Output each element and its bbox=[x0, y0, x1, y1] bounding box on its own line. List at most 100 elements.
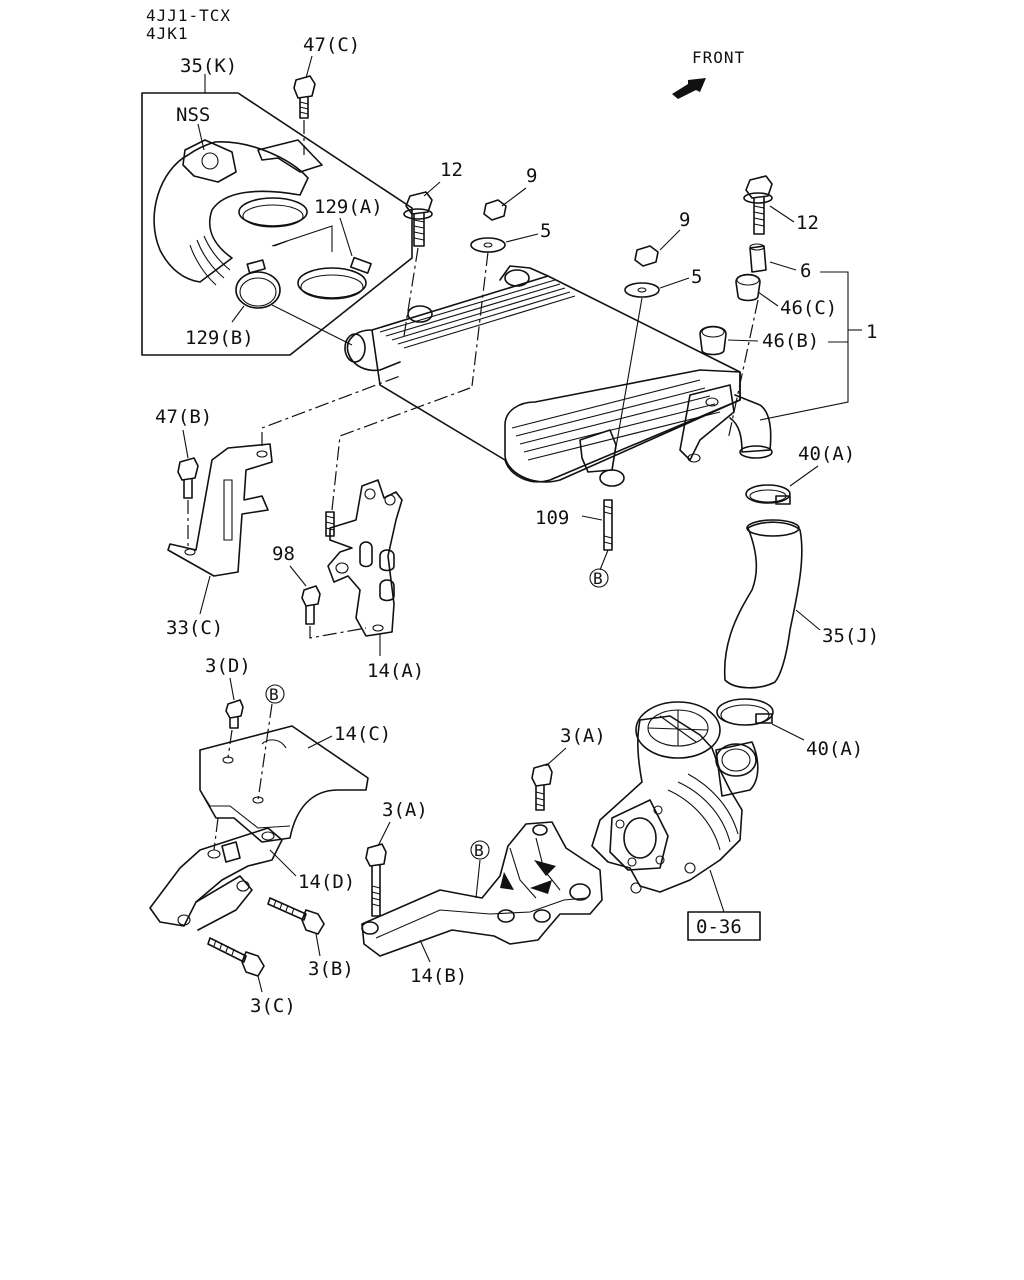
bracket-14d bbox=[149, 827, 283, 927]
dash-12-left bbox=[403, 247, 419, 337]
turbocharger-housing-lines bbox=[667, 773, 739, 851]
leader-14c bbox=[307, 735, 333, 749]
turbocharger-compressor-top bbox=[635, 701, 721, 759]
callout-46b: 46(B) bbox=[762, 330, 819, 352]
bracket-group-1 bbox=[759, 271, 849, 421]
bolt-12-right-thread bbox=[753, 205, 765, 227]
hose-35k-end-ring-inner bbox=[242, 204, 304, 228]
bolt-3b bbox=[267, 897, 325, 935]
bracket-14d-boss bbox=[221, 841, 241, 863]
clamp-129a-screw bbox=[349, 256, 372, 274]
callout-5-left: 5 bbox=[540, 220, 551, 242]
model-code-4jk1: 4JK1 bbox=[146, 24, 189, 43]
bracket-14b-triangle-1 bbox=[534, 860, 556, 876]
nut-9-right bbox=[634, 245, 659, 267]
washer-5-right bbox=[624, 282, 660, 298]
bracket-14a-bushing-2 bbox=[379, 549, 395, 572]
hose-35j bbox=[723, 521, 803, 689]
turbocharger-flange bbox=[609, 799, 669, 871]
bolt-3c-thread bbox=[213, 939, 235, 956]
intercooler-end-tank-right bbox=[504, 369, 741, 483]
leader-40a-lower bbox=[771, 723, 805, 741]
leader-40a-upper bbox=[789, 465, 819, 487]
collar-6 bbox=[749, 245, 767, 273]
clamp-40a-lower-inner bbox=[720, 704, 770, 726]
bracket-14a-hole-3 bbox=[335, 562, 349, 574]
dash-14a-to-cooler bbox=[331, 387, 471, 511]
leader-12-left bbox=[423, 181, 441, 197]
turbocharger-bolt-b bbox=[684, 862, 696, 874]
turbocharger-spokes bbox=[647, 710, 709, 746]
ref-box-0-36-text: 0-36 bbox=[696, 916, 742, 938]
leader-hose-to-cooler bbox=[271, 304, 353, 346]
callout-14c: 14(C) bbox=[334, 723, 391, 745]
leader-35j bbox=[795, 609, 821, 631]
callout-47b: 47(B) bbox=[155, 406, 212, 428]
dash-b-bracket bbox=[257, 703, 273, 801]
hose-35k-end-ring bbox=[238, 197, 308, 227]
bolt-12-right-washer bbox=[743, 192, 773, 204]
callout-12-left: 12 bbox=[440, 159, 463, 181]
bracket-14c bbox=[199, 725, 369, 843]
intercooler-top-fins bbox=[379, 279, 576, 349]
callout-47c: 47(C) bbox=[303, 34, 360, 56]
bolt-3b-thread bbox=[273, 899, 295, 915]
bracket-14b-hole-3 bbox=[533, 909, 551, 923]
ref-box-0-36 bbox=[687, 911, 761, 941]
turbocharger-flange-bolt-1 bbox=[615, 819, 625, 829]
clamp-40a-upper bbox=[745, 484, 791, 504]
bracket-14c-edge bbox=[199, 789, 291, 829]
washer-5-right-hole bbox=[637, 287, 647, 293]
intercooler-mount-left bbox=[504, 269, 530, 287]
bracket-14b-hole-5 bbox=[532, 824, 548, 836]
leader-109-down bbox=[599, 549, 609, 571]
turbocharger-flange-port bbox=[623, 817, 657, 859]
leader-47b bbox=[182, 429, 189, 459]
turbocharger-outlet-ring-inner bbox=[721, 748, 751, 772]
callout-14d: 14(D) bbox=[298, 871, 355, 893]
intercooler-lower-mount-hole bbox=[687, 453, 701, 463]
leader-12-right bbox=[769, 205, 795, 223]
front-arrow-icon bbox=[672, 78, 706, 99]
clamp-40a-upper-screw bbox=[775, 495, 791, 505]
hose-35k-flange-hole bbox=[201, 152, 219, 170]
callout-35j: 35(J) bbox=[822, 625, 879, 647]
intercooler-inlet-pipe bbox=[346, 329, 401, 372]
bracket-14b-hole-2 bbox=[497, 909, 515, 923]
bolt-47b bbox=[177, 457, 199, 499]
clamp-40a-lower-screw bbox=[755, 713, 773, 724]
callout-1: 1 bbox=[866, 321, 877, 343]
callout-3a-left: 3(A) bbox=[382, 799, 428, 821]
bracket-14b bbox=[361, 821, 603, 957]
callout-5-right: 5 bbox=[691, 266, 702, 288]
intercooler-top-edge bbox=[499, 265, 549, 281]
callout-3d: 3(D) bbox=[205, 655, 251, 677]
leader-14d bbox=[269, 849, 297, 877]
intercooler-outlet-ring bbox=[739, 445, 773, 459]
stud-109-thread bbox=[603, 505, 613, 545]
callout-46c: 46(C) bbox=[780, 297, 837, 319]
clamp-129a bbox=[297, 267, 367, 299]
bolt-12-right bbox=[745, 175, 773, 235]
leader-6 bbox=[769, 261, 797, 271]
stud-109 bbox=[603, 499, 613, 551]
ref-marker-b-bracket-text: B bbox=[269, 685, 279, 704]
dash-3d bbox=[227, 729, 233, 759]
callout-9-left: 9 bbox=[526, 165, 537, 187]
leader-5-left bbox=[505, 233, 539, 243]
nut-9-left bbox=[483, 199, 507, 221]
callout-9-right: 9 bbox=[679, 209, 690, 231]
inset-box-35k bbox=[141, 92, 413, 356]
leader-47c bbox=[305, 55, 313, 79]
grommet-46c-top bbox=[736, 274, 760, 286]
leader-98 bbox=[289, 565, 307, 587]
leader-0-36 bbox=[709, 869, 725, 913]
callout-14a: 14(A) bbox=[367, 660, 424, 682]
ref-marker-b-bracket bbox=[265, 684, 285, 704]
leader-33c bbox=[199, 575, 211, 615]
dash-9-left bbox=[471, 251, 489, 387]
bolt-12-left bbox=[405, 191, 433, 247]
grommet-46b bbox=[699, 325, 727, 356]
hose-35k bbox=[153, 141, 309, 283]
